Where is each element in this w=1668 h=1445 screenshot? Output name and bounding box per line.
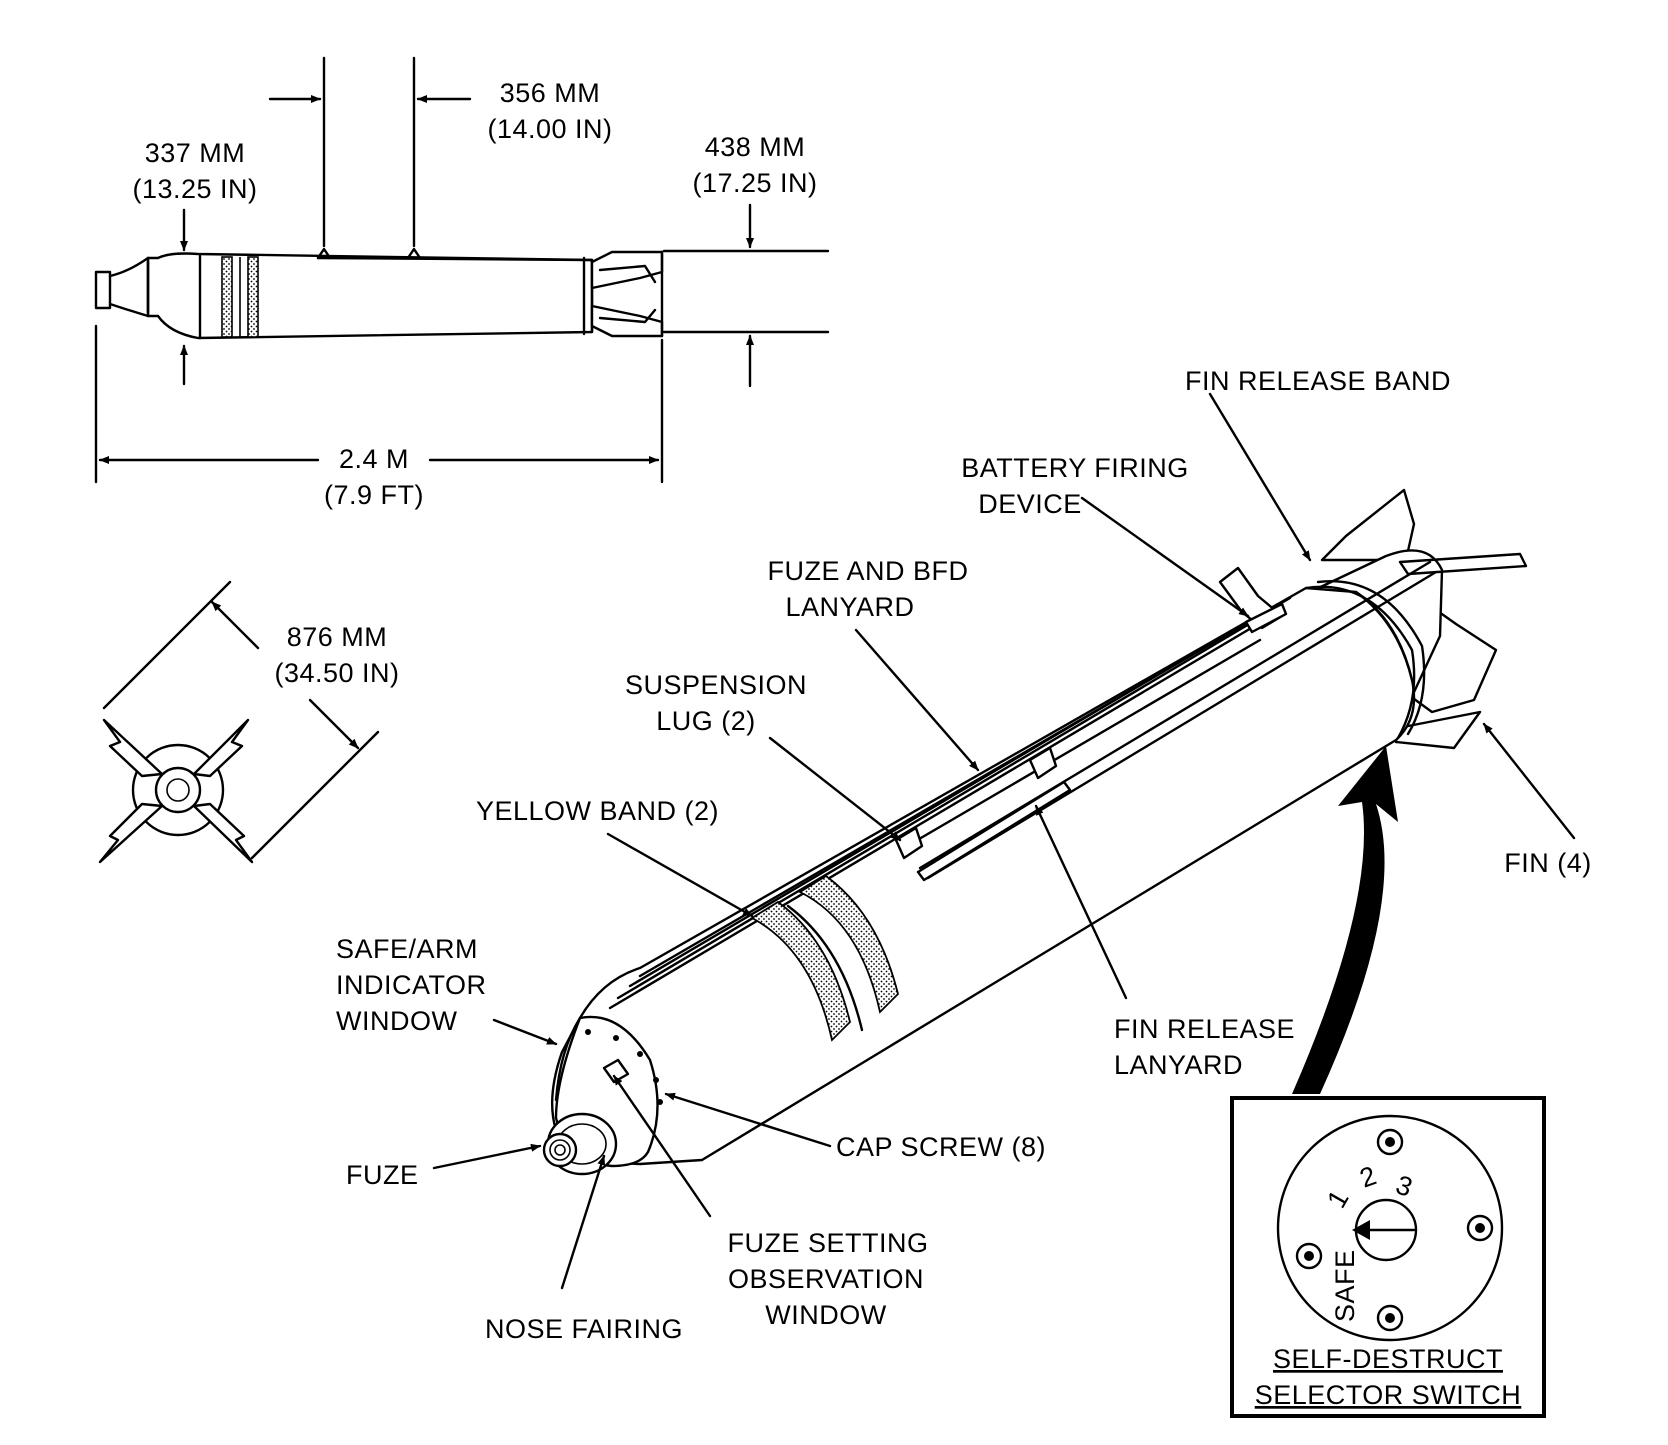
dim-876-mm: 876 MM bbox=[287, 622, 388, 652]
selector-switch-detail: 1 2 3 SAFE SELF-DESTRUCT SELECTOR SWITCH bbox=[1230, 1096, 1546, 1418]
dim-356-lines bbox=[268, 56, 472, 248]
detail-callout-arrow bbox=[1292, 746, 1398, 1094]
label-fuze-setting-observation: OBSERVATION bbox=[728, 1264, 924, 1294]
selector-safe: SAFE bbox=[1330, 1249, 1360, 1322]
dim-length-lines bbox=[94, 324, 664, 484]
rear-view: 876 MM (34.50 IN) bbox=[98, 580, 399, 864]
dim-356-in: (14.00 IN) bbox=[487, 114, 612, 144]
label-safe-arm-indicator: INDICATOR bbox=[336, 970, 487, 1000]
label-cap-screw: CAP SCREW (8) bbox=[836, 1132, 1046, 1162]
dim-438-mm: 438 MM bbox=[705, 132, 806, 162]
label-battery-firing: BATTERY FIRING bbox=[961, 453, 1189, 483]
dim-length-m: 2.4 M bbox=[339, 444, 409, 474]
label-fuze-setting: FUZE SETTING bbox=[728, 1228, 929, 1258]
label-nose-fairing: NOSE FAIRING bbox=[485, 1314, 683, 1344]
label-battery-firing-device: DEVICE bbox=[978, 489, 1082, 519]
selector-screws bbox=[1295, 1128, 1494, 1332]
label-fuze-setting-window: WINDOW bbox=[765, 1300, 886, 1330]
yellow-band-1 bbox=[750, 900, 851, 1042]
label-fin-release-band: FIN RELEASE BAND bbox=[1185, 366, 1451, 396]
rear-view-tail bbox=[98, 718, 254, 864]
perspective-view bbox=[542, 488, 1528, 1176]
dim-337-mm: 337 MM bbox=[145, 138, 246, 168]
label-fin-release: FIN RELEASE bbox=[1114, 1014, 1295, 1044]
label-fuze-bfd-lanyard: LANYARD bbox=[785, 592, 914, 622]
side-view: 337 MM (13.25 IN) 356 MM (14.00 IN) 438 … bbox=[94, 56, 830, 510]
label-fuze: FUZE bbox=[346, 1160, 419, 1190]
labels: FIN RELEASE BAND BATTERY FIRING DEVICE F… bbox=[336, 366, 1592, 1344]
side-view-bomb-body bbox=[94, 247, 664, 340]
dim-337-in: (13.25 IN) bbox=[132, 174, 257, 204]
fin-top bbox=[1320, 488, 1416, 562]
fin-release-lanyard-bar bbox=[916, 780, 1072, 882]
cap-screws bbox=[585, 1029, 663, 1105]
label-suspension-lug: LUG (2) bbox=[656, 706, 756, 736]
dim-356-mm: 356 MM bbox=[500, 78, 601, 108]
leader-lines bbox=[432, 392, 1576, 1290]
dim-438-in: (17.25 IN) bbox=[692, 168, 817, 198]
label-safe-arm: SAFE/ARM bbox=[336, 934, 478, 964]
label-fin: FIN (4) bbox=[1504, 848, 1592, 878]
dim-length-ft: (7.9 FT) bbox=[324, 480, 424, 510]
suspension-lugs bbox=[894, 746, 1058, 860]
fuze-part bbox=[542, 1132, 578, 1168]
label-yellow-band: YELLOW BAND (2) bbox=[476, 796, 719, 826]
yellow-band-2 bbox=[798, 874, 899, 1014]
selector-title: SELF-DESTRUCT bbox=[1273, 1344, 1503, 1374]
label-fuze-bfd: FUZE AND BFD bbox=[767, 556, 968, 586]
dim-876-in: (34.50 IN) bbox=[274, 658, 399, 688]
label-safe-arm-window: WINDOW bbox=[336, 1006, 457, 1036]
dim-438-lines bbox=[662, 203, 830, 388]
label-fin-release-lanyard: LANYARD bbox=[1114, 1050, 1243, 1080]
selector-pointer-icon bbox=[1352, 1220, 1370, 1240]
label-suspension: SUSPENSION bbox=[625, 670, 807, 700]
selector-title-2: SELECTOR SWITCH bbox=[1255, 1380, 1522, 1410]
